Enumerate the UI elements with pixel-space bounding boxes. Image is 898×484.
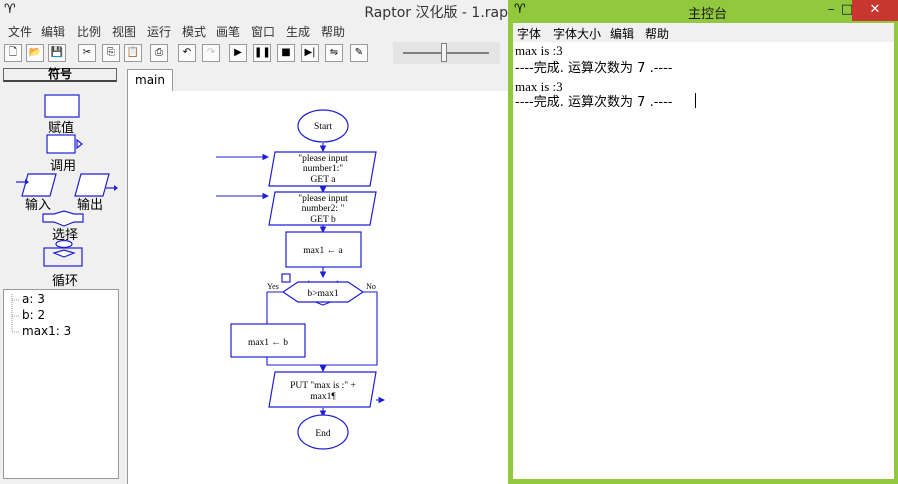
condition-text[interactable]: b>max1: [307, 289, 338, 299]
variable-a[interactable]: a: 3: [22, 292, 45, 306]
assign-symbol[interactable]: [44, 94, 82, 120]
console-line: ----完成. 运算次数为 7 .----: [515, 95, 673, 110]
raptor-window-title: Raptor 汉化版 - 1.rap: [364, 5, 508, 21]
loop-symbol-label: 循环: [52, 274, 79, 289]
output-line2: max1¶: [310, 392, 336, 402]
console-line: max is :3: [515, 43, 563, 58]
cut-icon[interactable]: ✂: [78, 44, 96, 62]
end-terminal[interactable]: End: [315, 429, 331, 439]
console-window: ♈ 主控台 – □ ✕ 字体 字体大小 编辑 帮助 max is :3 ----…: [508, 0, 898, 484]
call-symbol[interactable]: [46, 134, 92, 156]
no-label: No: [366, 282, 376, 291]
copy-icon[interactable]: ⎘: [102, 44, 120, 62]
output-symbol[interactable]: [72, 172, 118, 200]
yes-label: Yes: [267, 282, 279, 291]
menu-pen[interactable]: 画笔: [216, 25, 241, 39]
text-caret: [695, 93, 696, 108]
select-symbol-label: 选择: [52, 228, 79, 243]
console-menu-edit[interactable]: 编辑: [610, 27, 635, 41]
step-icon[interactable]: ▶|: [301, 44, 319, 62]
variable-max1[interactable]: max1: 3: [22, 324, 72, 338]
menu-scale[interactable]: 比例: [77, 25, 102, 39]
menu-edit[interactable]: 编辑: [41, 25, 66, 39]
console-line: max is :3: [515, 79, 563, 94]
test-icon[interactable]: ⇋: [325, 44, 343, 62]
flowchart-canvas[interactable]: Start "please input number1:" GET a "ple…: [127, 91, 508, 484]
console-menu-font-size[interactable]: 字体大小: [553, 27, 602, 41]
tree-lines: [11, 294, 20, 333]
pause-icon[interactable]: ❚❚: [253, 44, 271, 62]
call-symbol-label: 调用: [50, 159, 77, 174]
input-symbol[interactable]: [16, 172, 60, 200]
raptor-window: ♈ Raptor 汉化版 - 1.rap 文件 编辑 比例 视图 运行 模式 画…: [0, 0, 508, 484]
console-output[interactable]: max is :3 ----完成. 运算次数为 7 .---- max is :…: [513, 42, 894, 479]
start-terminal[interactable]: Start: [314, 122, 332, 132]
input2-line3: GET b: [310, 215, 336, 225]
flowchart: Start "please input number1:" GET a "ple…: [216, 109, 386, 450]
new-file-icon[interactable]: 🗋: [4, 44, 22, 62]
maximize-button[interactable]: □: [841, 2, 854, 17]
variables-panel: a: 3 b: 2 max1: 3: [3, 289, 119, 479]
save-icon[interactable]: 💾: [48, 44, 66, 62]
input1-line2: number1:": [303, 164, 343, 174]
redo-icon[interactable]: ↷: [202, 44, 220, 62]
output-symbol-label: 输出: [77, 198, 104, 213]
assign-symbol-label: 赋值: [48, 121, 75, 136]
output-line1: PUT "max is :" +: [290, 381, 356, 391]
raptor-app-icon[interactable]: ♈: [4, 2, 16, 17]
menu-help[interactable]: 帮助: [321, 25, 346, 39]
menu-file[interactable]: 文件: [8, 25, 33, 39]
tab-main[interactable]: main: [127, 69, 173, 91]
console-menubar: 字体 字体大小 编辑 帮助: [513, 23, 894, 42]
input2-line1: "please input: [298, 194, 348, 204]
console-line: ----完成. 运算次数为 7 .----: [515, 61, 673, 76]
raptor-menubar: 文件 编辑 比例 视图 运行 模式 画笔 窗口 生成 帮助: [0, 21, 508, 41]
stop-icon[interactable]: ■: [277, 44, 295, 62]
console-menu-help[interactable]: 帮助: [645, 27, 670, 41]
close-button[interactable]: ✕: [852, 0, 898, 21]
menu-mode[interactable]: 模式: [182, 25, 207, 39]
variable-b[interactable]: b: 2: [22, 308, 46, 322]
menu-run[interactable]: 运行: [147, 25, 172, 39]
undo-icon[interactable]: ↶: [178, 44, 196, 62]
symbols-panel: 符号 赋值 调用 输入 输出 选择 循: [0, 66, 120, 289]
speed-slider-thumb[interactable]: [441, 43, 448, 62]
speed-slider[interactable]: [393, 42, 500, 64]
console-app-icon[interactable]: ♈: [514, 2, 526, 17]
minimize-button[interactable]: –: [827, 2, 835, 17]
input1-line3: GET a: [311, 175, 337, 185]
input2-line2: number2: ": [302, 204, 345, 214]
print-icon[interactable]: ⎙: [150, 44, 168, 62]
console-title: 主控台: [688, 7, 728, 22]
menu-window[interactable]: 窗口: [251, 25, 276, 39]
assign-max1-b[interactable]: max1 ← b: [248, 338, 288, 348]
input-symbol-label: 输入: [25, 198, 52, 213]
toolbar: 🗋 📂 💾 ✂ ⎘ 📋 ⎙ ↶ ↷ ▶ ❚❚ ■ ▶| ⇋ ✎: [0, 42, 508, 66]
pen-icon[interactable]: ✎: [350, 44, 368, 62]
run-icon[interactable]: ▶: [229, 44, 247, 62]
raptor-titlebar: ♈ Raptor 汉化版 - 1.rap: [0, 0, 508, 21]
input1-line1: "please input: [298, 154, 348, 164]
open-file-icon[interactable]: 📂: [26, 44, 44, 62]
menu-view[interactable]: 视图: [112, 25, 137, 39]
paste-icon[interactable]: 📋: [124, 44, 142, 62]
menu-generate[interactable]: 生成: [286, 25, 311, 39]
console-menu-font[interactable]: 字体: [517, 27, 542, 41]
loop-symbol[interactable]: [42, 240, 86, 270]
symbols-header: 符号: [3, 68, 117, 82]
console-titlebar: ♈ 主控台 – □ ✕: [508, 0, 898, 22]
select-symbol[interactable]: [42, 210, 86, 228]
assign-max1-a[interactable]: max1 ← a: [303, 246, 343, 256]
